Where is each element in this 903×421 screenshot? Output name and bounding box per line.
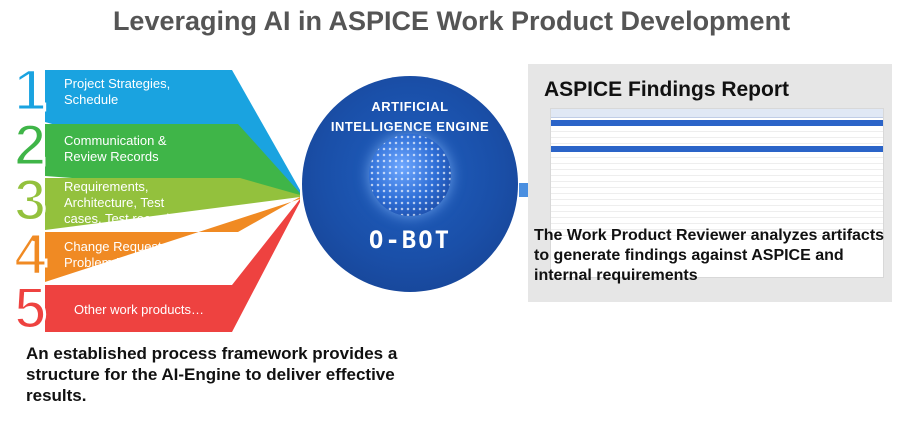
- step-label-4: Change Requests, Problem Records: [64, 239, 172, 270]
- step-number-4: 4: [12, 222, 47, 287]
- step-number-2: 2: [12, 113, 47, 178]
- report-title: ASPICE Findings Report: [544, 78, 790, 101]
- engine-title-line2: INTELLIGENCE ENGINE: [330, 119, 490, 134]
- step-label-5: Other work products…: [74, 302, 205, 317]
- engine-name: O-BOT: [368, 226, 452, 254]
- step-label-1: Project Strategies, Schedule: [64, 76, 171, 107]
- ai-engine-circle: ARTIFICIAL INTELLIGENCE ENGINE O-BOT: [302, 76, 518, 292]
- page-title: Leveraging AI in ASPICE Work Product Dev…: [112, 6, 791, 36]
- step-label-2: Communication & Review Records: [64, 133, 167, 164]
- step-number-5: 5: [12, 276, 47, 341]
- globe-icon: [369, 134, 451, 216]
- step-number-1: 1: [12, 58, 47, 123]
- band-2: [45, 124, 300, 195]
- step-label-3: Requirements, Architecture, Test cases, …: [64, 179, 176, 226]
- engine-title-line1: ARTIFICIAL: [371, 99, 449, 114]
- findings-report-panel: ASPICE Findings Report The Work Product …: [528, 64, 892, 302]
- band-3: [45, 178, 300, 230]
- report-thumbnail: [550, 108, 884, 278]
- report-description: The Work Product Reviewer analyzes artif…: [534, 227, 885, 284]
- step-number-3: 3: [12, 168, 47, 233]
- band-5: [45, 199, 300, 332]
- framework-text: An established process framework provide…: [26, 344, 398, 405]
- band-4: [45, 197, 300, 282]
